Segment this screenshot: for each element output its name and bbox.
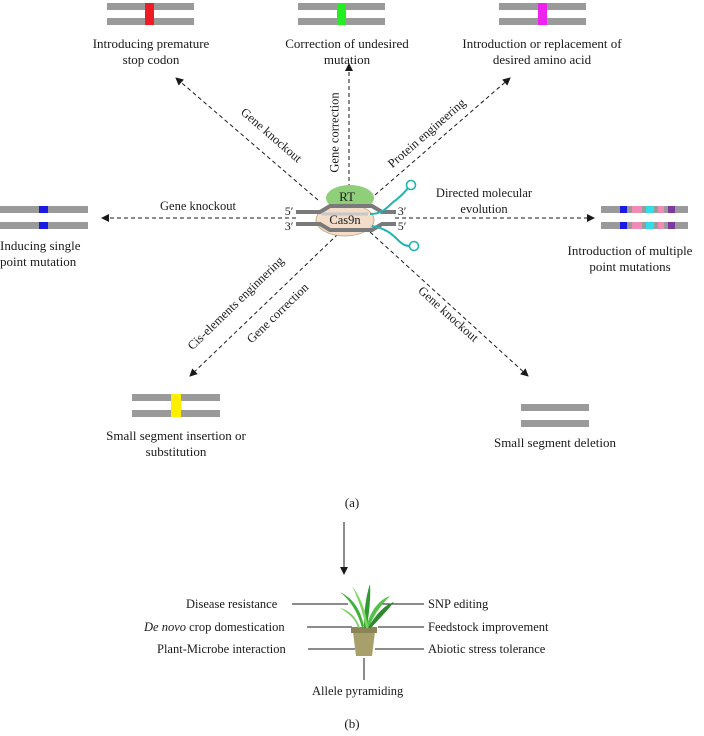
marker-pink2-top (658, 206, 664, 213)
arrow-lower-right (369, 231, 529, 377)
trait-disease-resistance: Disease resistance (186, 597, 278, 611)
marker-cyan-top (646, 206, 654, 213)
mutation-marker-magenta (538, 3, 547, 25)
outcome-amino-acid: Introduction or replacement of desired a… (462, 36, 622, 67)
arrow-upper-left (175, 77, 319, 201)
outcome-insertion: Small segment insertion or substitution (106, 428, 246, 459)
five-prime-left: 5′ (284, 204, 294, 218)
marker-cyan-bottom (646, 222, 654, 229)
marker-pink-bottom (632, 222, 642, 229)
trait-feedstock: Feedstock improvement (428, 620, 549, 634)
panel-a-caption: (a) (344, 495, 360, 510)
trait-de-novo-domestication: De novo crop domestication (144, 620, 285, 634)
arrow-label-up: Gene correction (327, 92, 342, 173)
trait-allele-pyramiding: Allele pyramiding (312, 684, 404, 698)
trait-plant-microbe: Plant-Microbe interaction (157, 642, 286, 656)
marker-pink-top (632, 206, 642, 213)
marker-purple-bottom (668, 222, 675, 229)
outcome-deletion: Small segment deletion (493, 435, 617, 450)
mutation-marker-yellow (171, 394, 181, 417)
outcome-stop-codon: Introducing premature stop codon (92, 36, 210, 67)
arrow-upper-right (374, 77, 511, 196)
outcome-multiple-point: Introduction of multiple point mutations (567, 243, 693, 274)
prime-editor-complex (296, 179, 420, 252)
plant-pot-illustration (340, 584, 394, 656)
mutation-marker-blue-bottom (39, 222, 48, 229)
marker-blue-bottom (620, 222, 627, 229)
trait-abiotic-stress: Abiotic stress tolerance (428, 642, 546, 656)
five-prime-right: 5′ (397, 219, 407, 233)
arrow-label-left: Gene knockout (160, 199, 237, 213)
arrow-lower-left (189, 233, 339, 377)
panel-b-caption: (b) (344, 716, 360, 731)
trait-snp-editing: SNP editing (428, 597, 489, 611)
marker-purple-top (668, 206, 675, 213)
arrow-label-right: Directed molecular evolution (435, 186, 533, 216)
rt-label: RT (339, 189, 355, 204)
mutation-marker-blue-top (39, 206, 48, 213)
outcome-correction: Correction of undesired mutation (285, 36, 409, 67)
cas9n-label: Cas9n (329, 213, 361, 227)
marker-pink2-bottom (658, 222, 664, 229)
mutation-marker-green (337, 3, 346, 25)
mutation-marker-red (145, 3, 154, 25)
three-prime-left: 3′ (284, 219, 294, 233)
outcome-single-point: Inducing single point mutation (0, 238, 81, 269)
marker-blue-top (620, 206, 627, 213)
three-prime-right: 3′ (397, 204, 407, 218)
